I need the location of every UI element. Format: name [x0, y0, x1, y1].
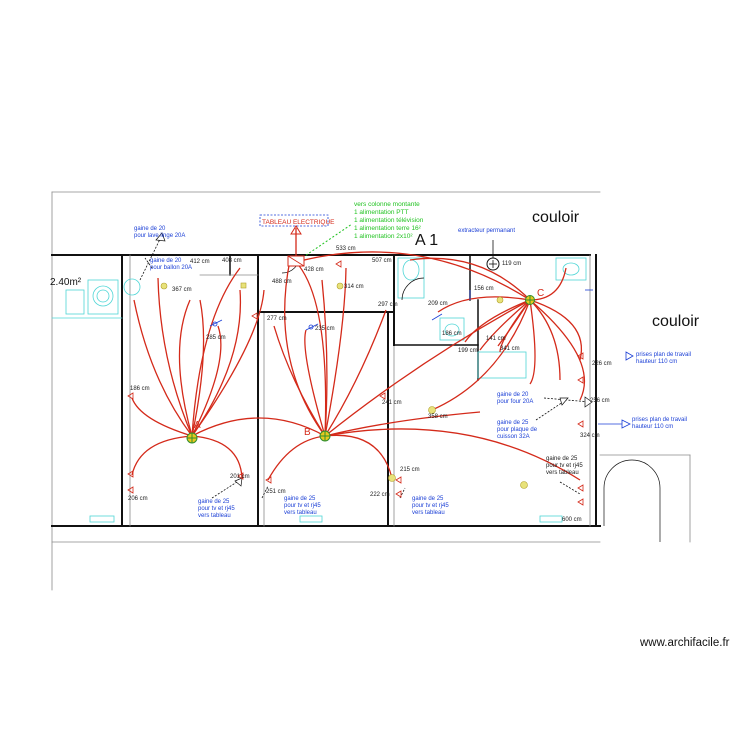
- note-lave-linge-1: gaine de 20: [134, 226, 166, 232]
- colonne-line-5: 1 alimentation 2x10²: [354, 233, 413, 240]
- dim-241: 241 cm: [382, 400, 402, 406]
- note-four-2: pour four 20A: [497, 399, 533, 405]
- hub-label-a: A: [194, 420, 201, 431]
- dim-222: 222 cm: [370, 492, 390, 498]
- leader-lines: [139, 234, 591, 499]
- couloir-right-label: couloir: [652, 313, 700, 330]
- note-plaque-3: cuisson 32A: [497, 434, 530, 440]
- hub-label-b: B: [304, 427, 311, 438]
- note-tv3-2: pour tv et rj45: [412, 503, 449, 509]
- outlet-symbols: [127, 260, 584, 506]
- doors: [281, 254, 661, 542]
- dim-141: 141 cm: [486, 336, 506, 342]
- room-label-a1: A 1: [415, 232, 438, 249]
- dim-488: 488 cm: [272, 279, 292, 285]
- colonne-line-2: 1 alimentation PTT: [354, 209, 409, 216]
- dim-201: 201 cm: [230, 474, 250, 480]
- dim-341: 341 cm: [500, 346, 520, 352]
- note-plan-travail-2a: prises plan de travail: [632, 417, 687, 423]
- note-tv2-2: pour tv et rj45: [284, 503, 321, 509]
- dim-186b: 186 cm: [442, 331, 462, 337]
- note-tv4-2: pour tv et rj45: [546, 463, 583, 469]
- note-tv3-1: gaine de 25: [412, 496, 444, 502]
- note-four-1: gaine de 20: [497, 392, 529, 398]
- dim-186a: 186 cm: [130, 386, 150, 392]
- dim-600: 600 cm: [562, 517, 582, 523]
- note-tv2-3: vers tableau: [284, 510, 317, 516]
- dim-226: 226 cm: [592, 361, 612, 367]
- watermark: www.archifacile.fr: [639, 637, 730, 649]
- dim-358: 358 cm: [428, 414, 448, 420]
- note-lave-linge-2: pour lave linge 20A: [134, 233, 185, 239]
- dim-206: 206 cm: [128, 496, 148, 502]
- dim-507: 507 cm: [372, 258, 392, 264]
- note-tv1-3: vers tableau: [198, 513, 231, 519]
- light-points: [160, 282, 528, 489]
- dim-199: 199 cm: [458, 348, 478, 354]
- tableau-electrique-marker: [259, 214, 329, 267]
- dim-235: 235 cm: [315, 326, 335, 332]
- plan-travail-arrows: [598, 351, 634, 429]
- junction-hub-b: [319, 430, 331, 442]
- hub-label-c: C: [537, 288, 544, 299]
- dim-412: 412 cm: [190, 259, 210, 265]
- note-plan-travail-1b: hauteur 110 cm: [636, 359, 677, 365]
- tableau-label: TABLEAU ELECTRIQUE: [262, 219, 335, 226]
- note-tv4-1: gaine de 25: [546, 456, 578, 462]
- note-ballon-1: gaine de 20: [150, 258, 182, 264]
- note-ballon-2: pour ballon 20A: [150, 265, 192, 271]
- colonne-line-4: 1 alimentation terre 16²: [354, 225, 422, 232]
- note-plaque-2: pour plaque de: [497, 427, 538, 433]
- dim-209: 209 cm: [428, 301, 448, 307]
- dim-428: 428 cm: [304, 267, 324, 273]
- note-plaque-1: gaine de 25: [497, 420, 529, 426]
- area-label: 2.40m²: [50, 277, 82, 288]
- dim-256: 256 cm: [590, 398, 610, 404]
- dim-215: 215 cm: [400, 467, 420, 473]
- circuit-wires: [131, 251, 586, 481]
- dim-285: 285 cm: [206, 335, 226, 341]
- note-plan-travail-1a: prises plan de travail: [636, 352, 691, 358]
- dim-119: 119 cm: [502, 261, 521, 267]
- dim-277: 277 cm: [267, 316, 287, 322]
- dim-297: 297 cm: [378, 302, 398, 308]
- note-tv1-1: gaine de 25: [198, 499, 230, 505]
- leader-arrowheads: [155, 232, 593, 487]
- colonne-line-1: vers colonne montante: [354, 201, 420, 208]
- note-plan-travail-2b: hauteur 110 cm: [632, 424, 673, 430]
- junction-hub-a: [186, 432, 198, 444]
- junction-hub-c: [525, 295, 535, 305]
- dim-533: 533 cm: [336, 246, 356, 252]
- dim-251: 251 cm: [266, 489, 286, 495]
- switch-symbols: [209, 289, 593, 331]
- note-tv2-1: gaine de 25: [284, 496, 316, 502]
- colonne-leader-line: [295, 223, 353, 263]
- note-tv3-3: vers tableau: [412, 510, 445, 516]
- dim-408: 408 cm: [222, 258, 242, 264]
- note-tv1-2: pour tv et rj45: [198, 506, 235, 512]
- extracteur-label: extracteur permanant: [458, 228, 515, 234]
- couloir-top-label: couloir: [532, 209, 580, 226]
- dim-367: 367 cm: [172, 287, 192, 293]
- dim-156: 156 cm: [474, 286, 494, 292]
- dim-314: 314 cm: [344, 284, 364, 290]
- colonne-line-3: 1 alimentation télévision: [354, 217, 424, 224]
- note-tv4-3: vers tableau: [546, 470, 579, 476]
- walls: [51, 191, 691, 591]
- dim-324: 324 cm: [580, 433, 600, 439]
- extracteur-icon: [486, 240, 500, 271]
